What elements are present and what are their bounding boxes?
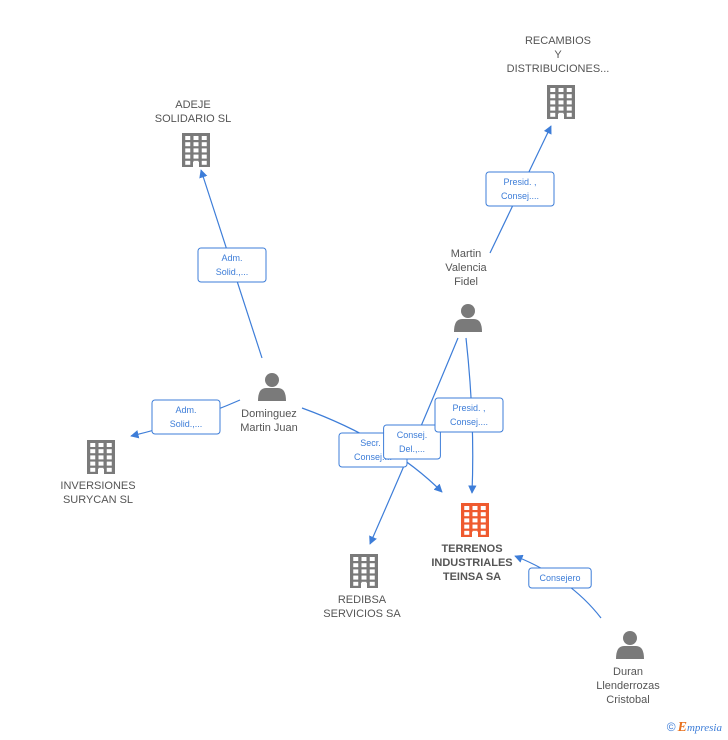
nodes-layer: ADEJE SOLIDARIO SL RECAMBIOS Y DISTRIBUCIONE… <box>60 35 660 706</box>
person-icon <box>258 373 286 401</box>
edge-label-text: Solid.,... <box>170 419 203 429</box>
edge-label-text: Consej.... <box>354 452 392 462</box>
node-terrenos[interactable]: TERRENOS INDUSTRIALES TEINSA SA <box>431 503 513 583</box>
edge-labels-layer: Adm.Solid.,...Adm.Solid.,...Secr. ,Conse… <box>151 171 592 589</box>
edge-label-text: Consej. <box>397 430 428 440</box>
edge-label-box <box>151 399 221 435</box>
node-label: Dominguez <box>241 408 297 420</box>
building-icon <box>350 554 378 588</box>
edge-label-text: Consejero <box>539 573 580 583</box>
edge-label-text: Presid. , <box>452 403 485 413</box>
edge-label-box <box>197 247 267 283</box>
edge-label-dominguez-to-inversiones[interactable]: Adm. Solid.,... <box>151 399 221 435</box>
edge-label-text: Consej.... <box>450 417 488 427</box>
node-label: Cristobal <box>606 694 649 706</box>
edge-label-dominguez-to-adeje[interactable]: Adm. Solid.,... <box>197 247 267 283</box>
edge-label-box <box>485 171 555 207</box>
person-icon <box>616 631 644 659</box>
edge-label-martin-to-terrenos[interactable]: Presid. , Consej.... <box>434 397 504 433</box>
node-label: Fidel <box>454 276 478 288</box>
node-label: INVERSIONES <box>60 480 135 492</box>
node-label: TEINSA SA <box>443 571 501 583</box>
node-label: INDUSTRIALES <box>431 557 512 569</box>
node-label: ADEJE <box>175 99 210 111</box>
edge-label-text: Solid.,... <box>216 267 249 277</box>
brand-initial: E <box>677 720 687 735</box>
footer-brand[interactable]: ©Empresia <box>667 720 722 736</box>
node-adeje[interactable]: ADEJE SOLIDARIO SL <box>155 99 231 167</box>
building-icon <box>547 85 575 119</box>
node-label: Y <box>554 49 562 61</box>
node-label: REDIBSA <box>338 594 387 606</box>
edge-label-text: Del.,... <box>399 444 425 454</box>
node-label: RECAMBIOS <box>525 35 591 47</box>
node-label: Valencia <box>445 262 487 274</box>
edge-label-martin-to-redibsa[interactable]: Consej. Del.,... <box>383 424 441 460</box>
edge-label-box <box>434 397 504 433</box>
brand-name: mpresia <box>686 722 722 734</box>
node-label: Llenderrozas <box>596 680 660 692</box>
edge-label-text: Adm. <box>221 253 242 263</box>
node-label: DISTRIBUCIONES... <box>507 63 610 75</box>
building-icon <box>87 440 115 474</box>
node-label: SERVICIOS SA <box>323 608 401 620</box>
edge-label-text: Secr. , <box>360 438 386 448</box>
edge-label-text: Consej.... <box>501 191 539 201</box>
building-icon <box>461 503 489 537</box>
node-label: Martin <box>451 248 482 260</box>
edge-label-text: Presid. , <box>503 177 536 187</box>
edge-label-duran-to-terrenos[interactable]: Consejero <box>528 567 592 589</box>
node-label: SURYCAN SL <box>63 494 133 506</box>
node-label: Martin Juan <box>240 422 297 434</box>
edge-label-martin-to-recambios[interactable]: Presid. , Consej.... <box>485 171 555 207</box>
edge-label-box <box>383 424 441 460</box>
copyright-icon: © <box>666 720 676 734</box>
node-redibsa[interactable]: REDIBSA SERVICIOS SA <box>323 554 401 620</box>
edge-label-text: Adm. <box>175 405 196 415</box>
node-label: SOLIDARIO SL <box>155 113 231 125</box>
building-icon <box>182 133 210 167</box>
node-recambios[interactable]: RECAMBIOS Y DISTRIBUCIONES... <box>507 35 610 119</box>
node-label: TERRENOS <box>441 543 502 555</box>
person-icon <box>454 304 482 332</box>
node-label: Duran <box>613 666 643 678</box>
edge-label-box <box>528 567 592 589</box>
node-inversiones[interactable]: INVERSIONES SURYCAN SL <box>60 440 136 506</box>
